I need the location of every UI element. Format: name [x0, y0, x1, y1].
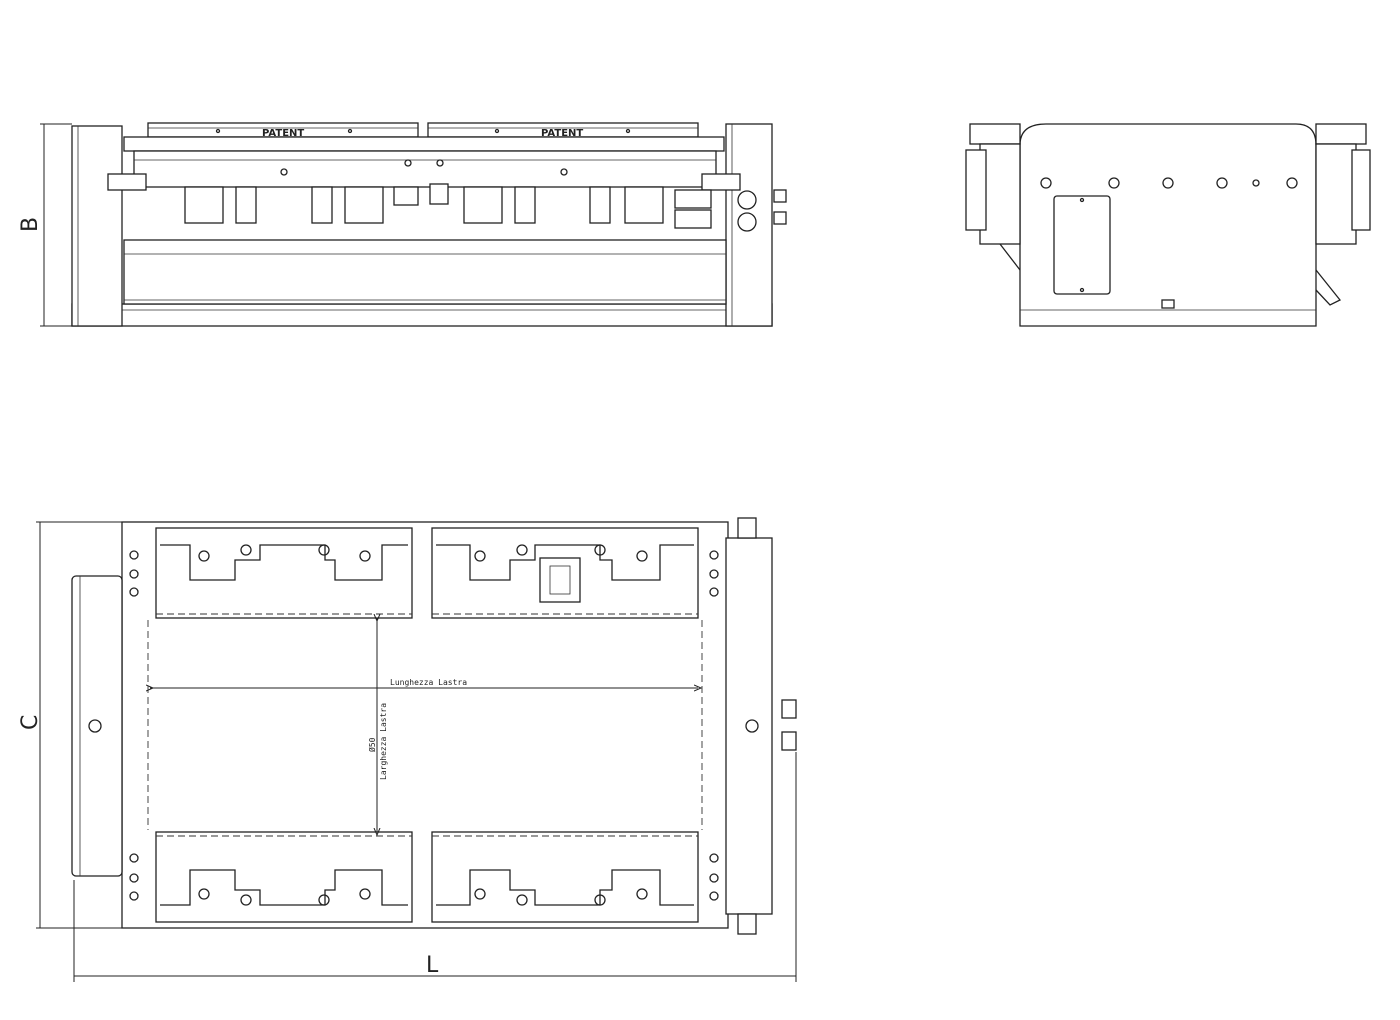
glass-width-prefix: Ø50 — [367, 737, 377, 752]
patent-label-left: PATENT — [262, 128, 304, 139]
dimension-B-label: B — [18, 217, 43, 232]
dimension-C-label: C — [18, 715, 43, 730]
top-view: Lunghezza Lastra Larghezza Lastra Ø50 C … — [18, 517, 797, 982]
patent-label-right: PATENT — [541, 128, 583, 139]
side-view — [965, 123, 1371, 327]
front-view: PATENT PATENT — [18, 122, 787, 327]
dimension-L-label: L — [426, 953, 439, 978]
glass-width-label: Larghezza Lastra — [379, 703, 388, 780]
glass-length-label: Lunghezza Lastra — [390, 678, 467, 687]
